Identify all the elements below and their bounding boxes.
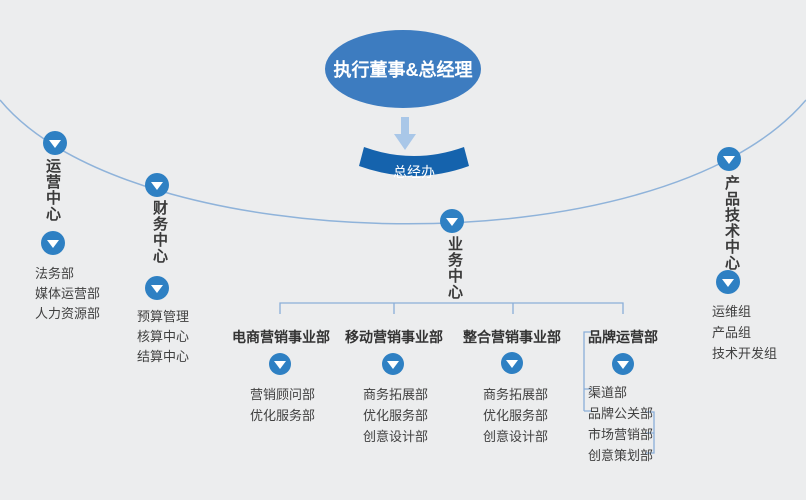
- list-item: 优化服务部: [363, 408, 429, 423]
- unit-title-brand: 品牌运营部: [588, 329, 658, 345]
- office-banner-shape: [359, 147, 469, 176]
- list-item: 商务拓展部: [363, 387, 429, 402]
- list-item: 预算管理: [137, 309, 190, 324]
- node-marker-operations: [43, 131, 67, 155]
- node-marker-mobile-unit: [382, 353, 404, 375]
- node-marker-finance-sub: [145, 276, 169, 300]
- down-triangle-icon: [151, 182, 163, 190]
- down-triangle-icon: [151, 285, 163, 293]
- node-marker-finance: [145, 173, 169, 197]
- down-triangle-icon: [722, 279, 734, 287]
- list-item: 产品组: [712, 325, 752, 340]
- node-marker-product-tech-sub: [716, 270, 740, 294]
- brand-unit-left-bracket: [583, 331, 592, 412]
- mobile-dept-list: 商务拓展部 优化服务部 创意设计部: [363, 384, 428, 447]
- operations-dept-list: 法务部 媒体运营部 人力资源部: [35, 264, 100, 324]
- down-triangle-icon: [723, 156, 735, 164]
- root-node-label: 执行董事&总经理: [333, 60, 473, 80]
- center-label-product-tech: 产品技术中心: [723, 175, 740, 271]
- down-triangle-icon: [274, 361, 286, 369]
- list-item: 技术开发组: [712, 346, 778, 361]
- down-triangle-icon: [617, 361, 629, 369]
- center-label-business: 业务中心: [446, 236, 463, 300]
- list-item: 法务部: [35, 266, 75, 281]
- list-item: 创意设计部: [483, 429, 549, 444]
- list-item: 品牌公关部: [588, 406, 654, 421]
- down-arrow-icon: [394, 117, 416, 150]
- down-triangle-icon: [387, 361, 399, 369]
- finance-dept-list: 预算管理 核算中心 结算中心: [137, 307, 189, 367]
- list-item: 商务拓展部: [483, 387, 549, 402]
- business-units-bracket: [279, 302, 624, 314]
- node-marker-brand-unit: [612, 353, 634, 375]
- list-item: 市场营销部: [588, 427, 654, 442]
- list-item: 结算中心: [137, 349, 190, 364]
- product-tech-dept-list: 运维组 产品组 技术开发组: [712, 301, 777, 364]
- unit-title-ecommerce: 电商营销事业部: [232, 329, 330, 345]
- down-triangle-icon: [506, 360, 518, 368]
- list-item: 运维组: [712, 304, 752, 319]
- unit-title-integrated: 整合营销事业部: [463, 329, 561, 345]
- unit-title-mobile: 移动营销事业部: [345, 329, 443, 345]
- list-item: 优化服务部: [483, 408, 549, 423]
- brand-dept-list: 渠道部 品牌公关部 市场营销部 创意策划部: [588, 382, 653, 466]
- list-item: 营销顾问部: [250, 387, 316, 402]
- brand-unit-right-bracket: [646, 411, 655, 454]
- list-item: 核算中心: [137, 329, 190, 344]
- integrated-dept-list: 商务拓展部 优化服务部 创意设计部: [483, 384, 548, 447]
- list-item: 渠道部: [588, 385, 628, 400]
- node-marker-integrated-unit: [501, 352, 523, 374]
- list-item: 媒体运营部: [35, 286, 101, 301]
- list-item: 创意设计部: [363, 429, 429, 444]
- node-marker-operations-sub: [41, 231, 65, 255]
- center-label-finance: 财务中心: [151, 200, 168, 264]
- root-node: 执行董事&总经理: [325, 30, 481, 108]
- list-item: 优化服务部: [250, 408, 316, 423]
- node-marker-business: [440, 209, 464, 233]
- ecommerce-dept-list: 营销顾问部 优化服务部: [250, 384, 315, 426]
- node-marker-ecommerce-unit: [269, 353, 291, 375]
- down-triangle-icon: [446, 218, 458, 226]
- office-label: 总经办: [393, 164, 435, 180]
- down-triangle-icon: [47, 240, 59, 248]
- down-triangle-icon: [49, 140, 61, 148]
- center-label-operations: 运营中心: [44, 158, 61, 222]
- list-item: 人力资源部: [35, 306, 101, 321]
- node-marker-product-tech: [717, 147, 741, 171]
- list-item: 创意策划部: [588, 448, 654, 463]
